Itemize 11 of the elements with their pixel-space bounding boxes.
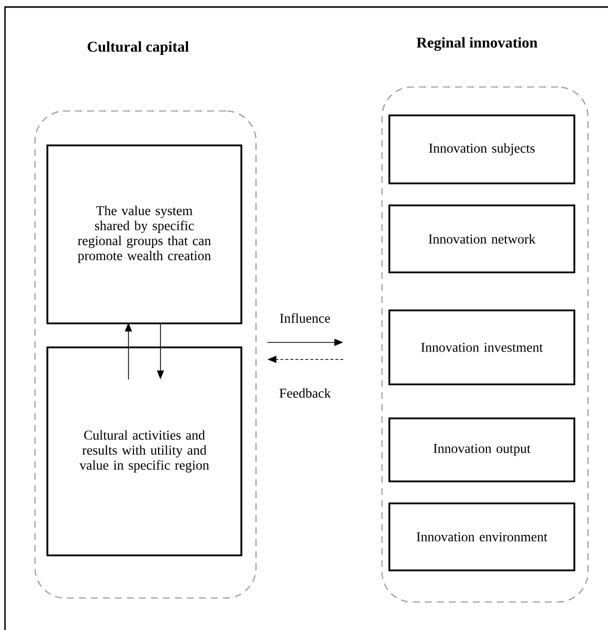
edge-label: Influence xyxy=(278,312,332,324)
text-box: Innovation environment xyxy=(388,502,576,572)
text-box: Innovation output xyxy=(388,417,576,482)
text-box: Innovation network xyxy=(388,204,576,274)
group-title: Reginal innovation xyxy=(416,37,538,51)
text-box: Cultural activities and results with utility and value in specific region xyxy=(46,346,242,556)
text-box: Innovation subjects xyxy=(388,114,576,184)
group-title: Cultural capital xyxy=(88,41,189,55)
edge-label: Feedback xyxy=(278,387,332,399)
text-box: The value system shared by specific regional groups that can promote wealth creation xyxy=(46,144,242,324)
text-box: Innovation investment xyxy=(388,309,576,386)
